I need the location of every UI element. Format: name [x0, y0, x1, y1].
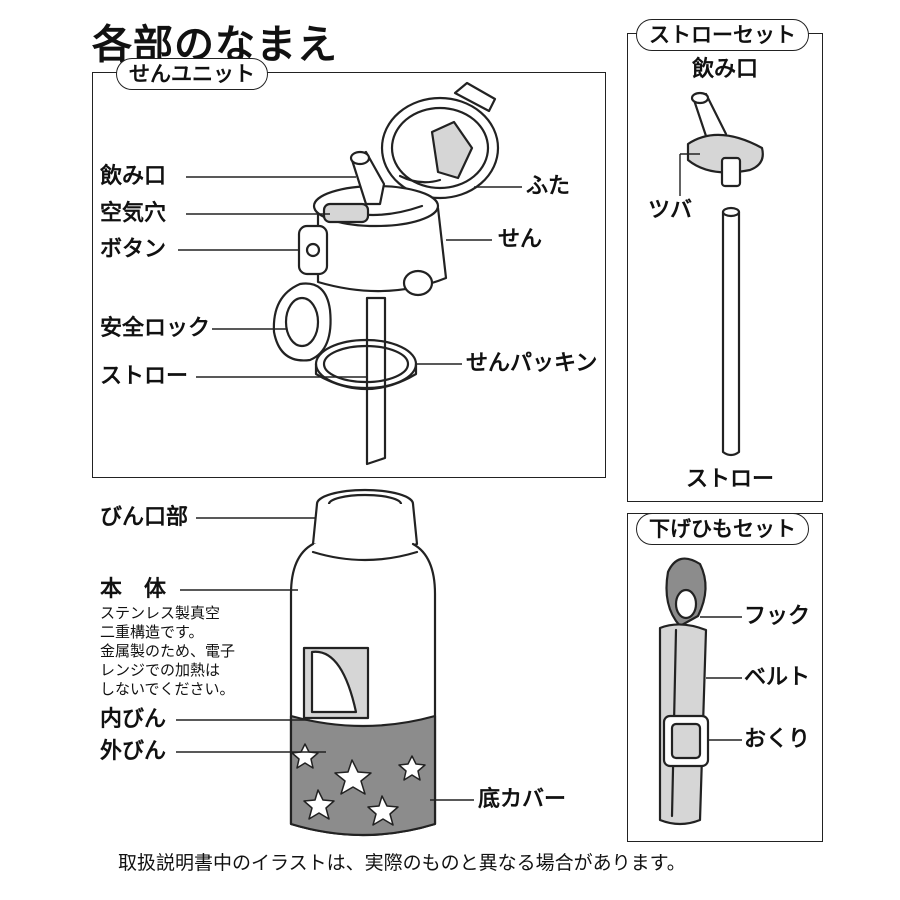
label-straw-set-nomikuchi: 飲み口 — [692, 57, 759, 82]
straw-set-heading: ストローセット — [636, 19, 809, 51]
footnote: 取扱説明書中のイラストは、実際のものと異なる場合があります。 — [118, 852, 686, 874]
label-sen: せん — [498, 227, 543, 252]
hontai-note: ステンレス製真空 二重構造です。 金属製のため、電子 レンジでの加熱は しないで… — [100, 604, 235, 699]
sen-unit-heading: せんユニット — [116, 58, 268, 90]
note-line: 金属製のため、電子 — [100, 642, 236, 660]
label-kukiana: 空気穴 — [100, 201, 167, 226]
label-belt: ベルト — [744, 665, 811, 690]
label-nomikuchi: 飲み口 — [100, 164, 167, 189]
note-line: ステンレス製真空 — [100, 604, 221, 622]
label-button: ボタン — [100, 237, 167, 262]
label-binkuchi: びん口部 — [100, 505, 189, 530]
note-line: しないでください。 — [100, 680, 235, 698]
label-futa: ふた — [526, 174, 571, 199]
label-soko-cover: 底カバー — [478, 787, 567, 812]
okuri-part — [662, 714, 710, 768]
sen-unit-panel — [92, 72, 606, 478]
lid-part — [380, 81, 500, 200]
sagehimo-set-heading: 下げひもセット — [636, 513, 809, 545]
label-hook: フック — [744, 604, 811, 629]
spout-part — [349, 150, 386, 206]
note-line: レンジでの加熱は — [100, 661, 221, 679]
label-tsuba: ツバ — [648, 198, 693, 223]
label-straw-set-straw: ストロー — [686, 467, 775, 492]
label-anzen-lock: 安全ロック — [100, 316, 211, 341]
straw-set-straw — [721, 206, 741, 457]
label-sotobin: 外びん — [100, 739, 167, 764]
label-uchibin: 内びん — [100, 707, 167, 732]
air-hole-shape — [322, 202, 370, 224]
label-unit-straw: ストロー — [100, 364, 189, 389]
safety-lock-part — [272, 282, 332, 362]
stopper-part — [297, 184, 448, 297]
bottle-part — [289, 488, 437, 837]
label-hontai: 本 体 — [100, 577, 167, 602]
label-okuri: おくり — [744, 727, 811, 752]
note-line: 二重構造です。 — [100, 623, 204, 641]
label-sen-packing: せんパッキン — [466, 351, 598, 376]
straw-set-spout — [686, 91, 764, 188]
hook-part — [665, 557, 707, 628]
